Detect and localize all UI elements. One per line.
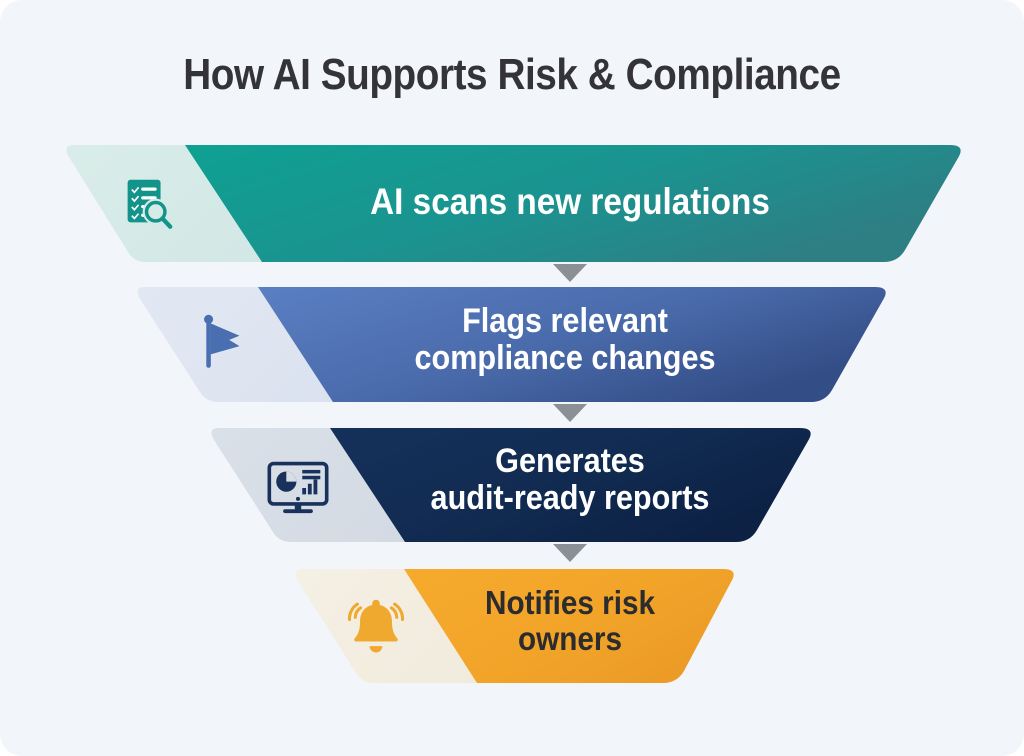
clipboard-search-icon-wrap <box>114 170 180 236</box>
funnel-connector-3 <box>553 544 587 562</box>
funnel-stage-1[interactable] <box>66 145 961 262</box>
funnel-stage-2-body <box>258 287 886 402</box>
clipboard-search-icon <box>127 179 173 229</box>
funnel-stage-4-body <box>404 569 734 683</box>
funnel-stage-2[interactable] <box>137 287 886 402</box>
funnel-stage-4[interactable] <box>295 569 734 683</box>
page-title: How AI Supports Risk & Compliance <box>183 50 841 99</box>
funnel-stage-1-body <box>185 145 961 262</box>
funnel-connector-2 <box>553 404 587 422</box>
flag-icon-wrap <box>188 308 258 378</box>
bell-ringing-icon <box>347 599 405 653</box>
funnel-stage-3[interactable] <box>211 428 811 542</box>
bell-ringing-icon-wrap <box>340 592 412 664</box>
funnel-connector-1 <box>553 264 587 282</box>
funnel-stage-3-body <box>330 428 811 542</box>
monitor-dashboard-icon <box>267 461 329 514</box>
monitor-dashboard-icon-wrap <box>262 452 334 524</box>
flag-icon <box>204 314 240 368</box>
